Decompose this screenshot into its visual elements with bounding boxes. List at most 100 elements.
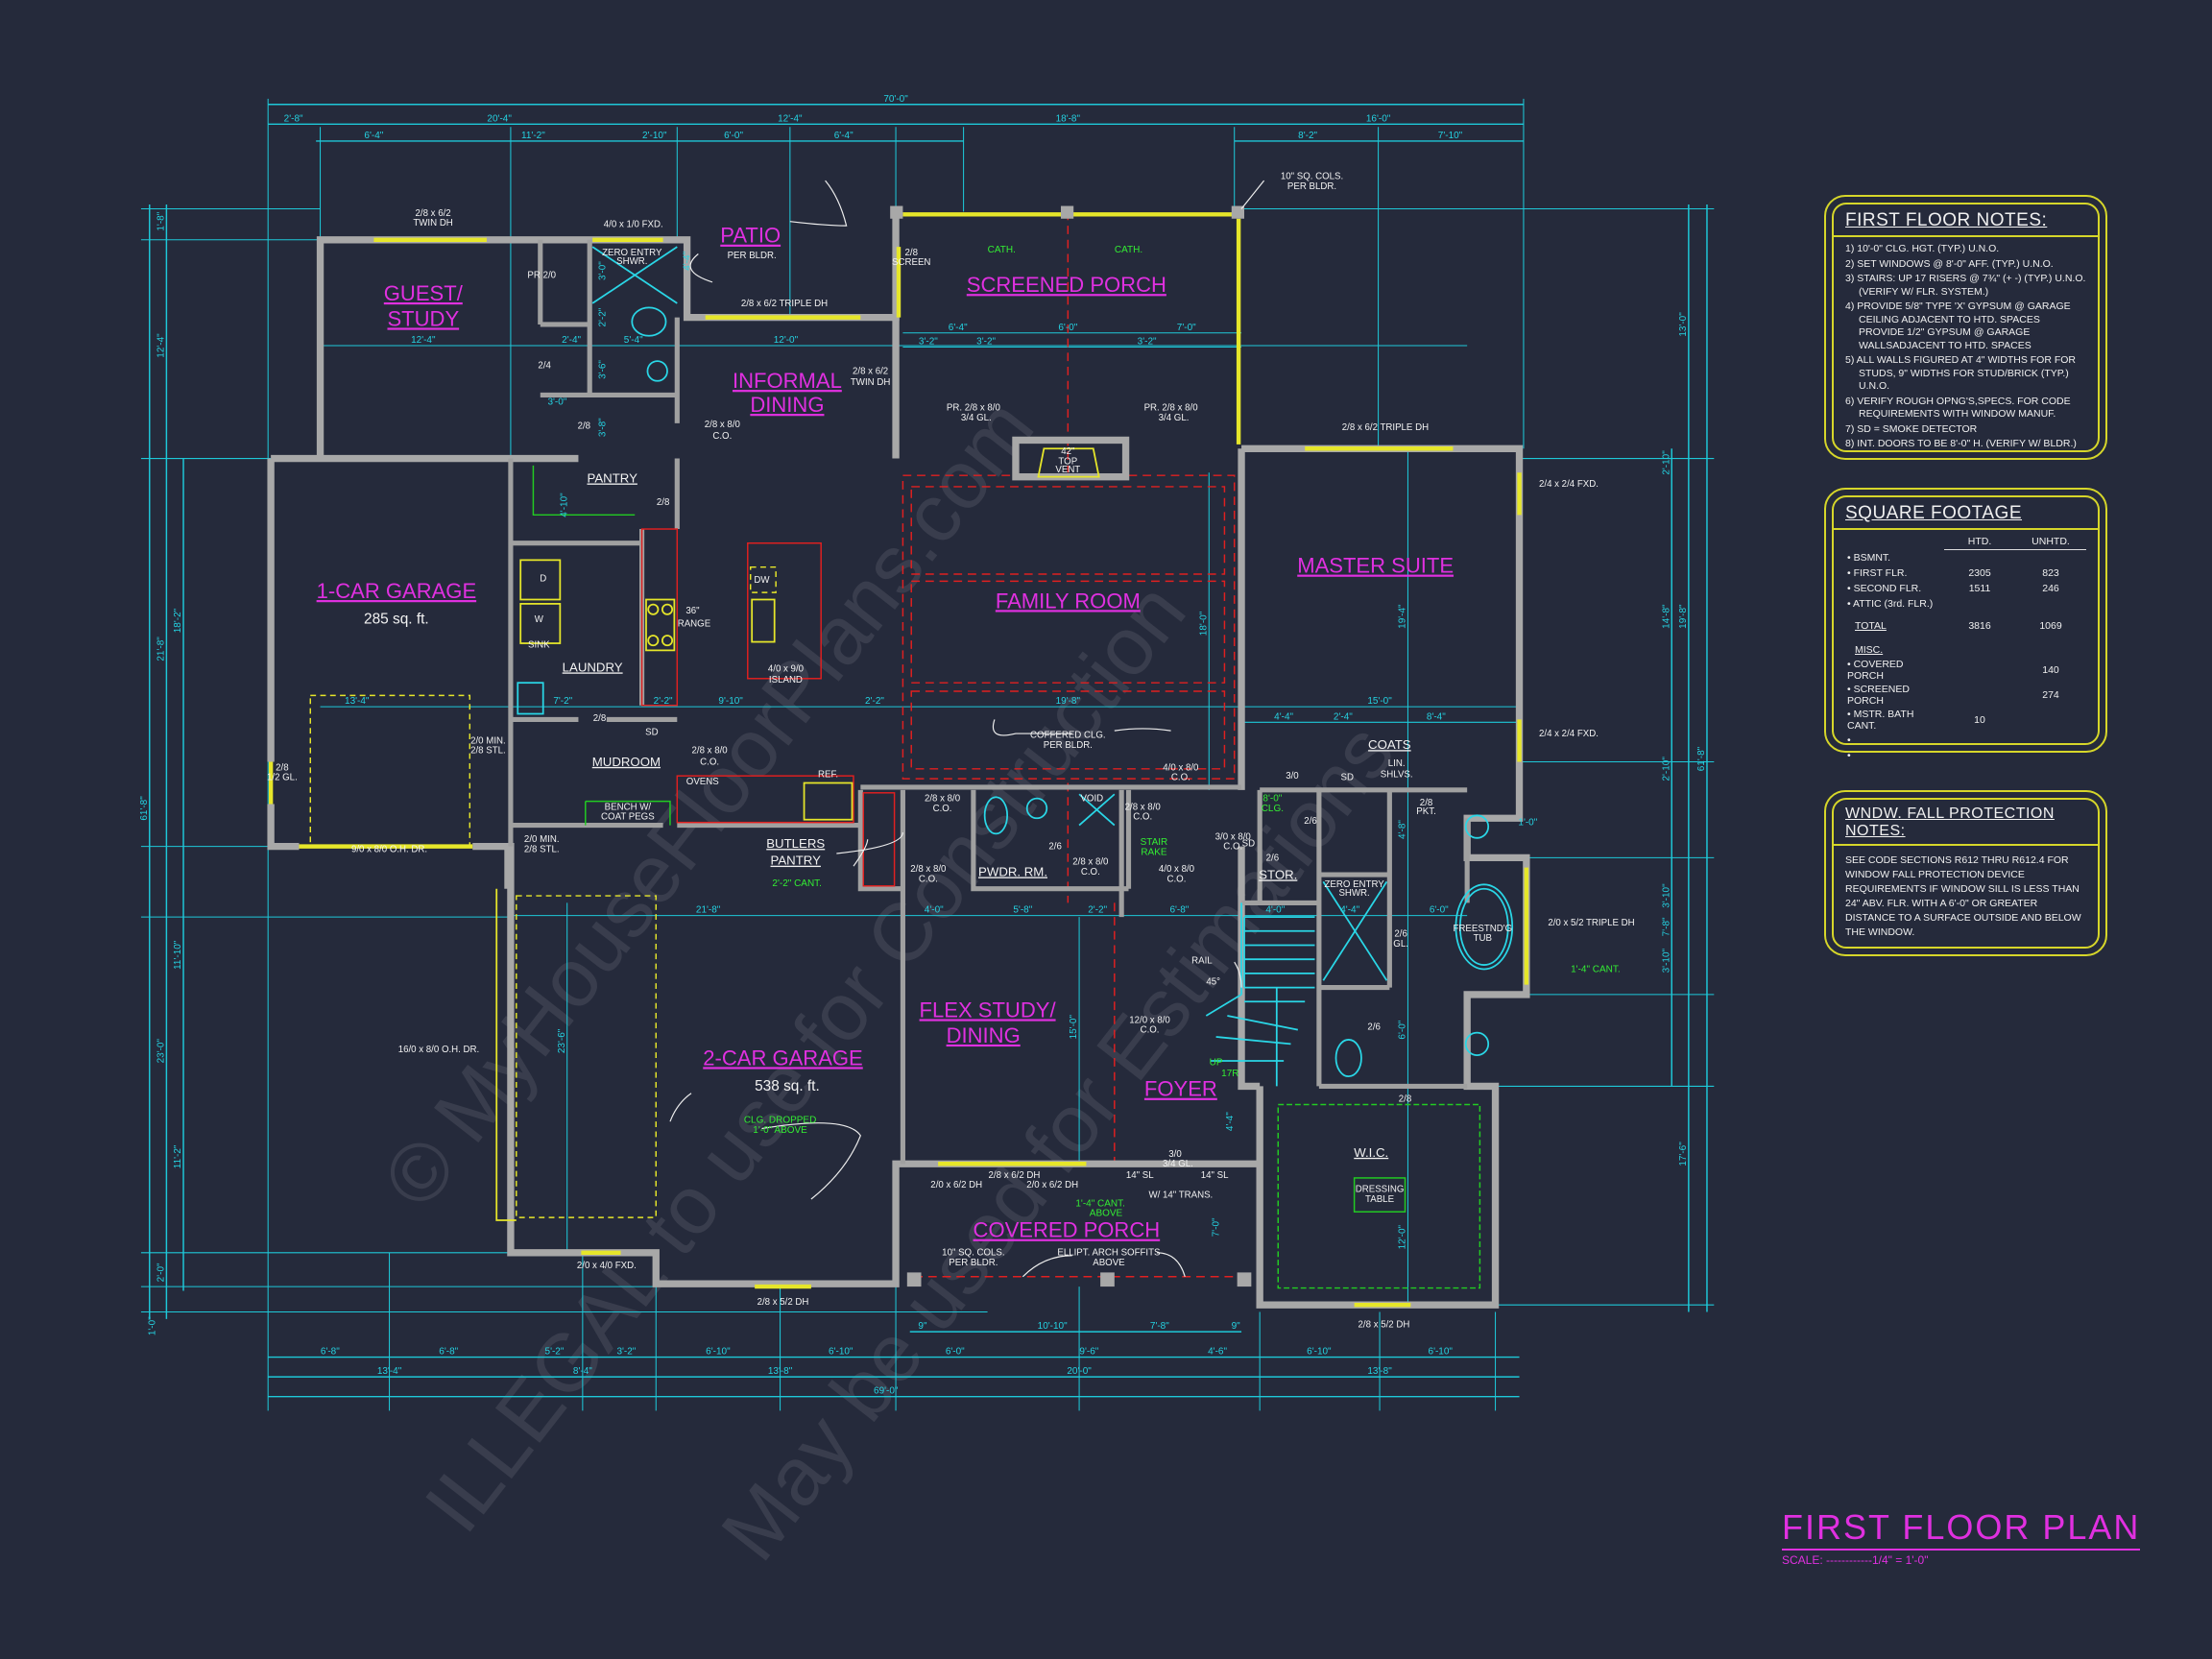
table-row: • MSTR. BATH CANT.10 bbox=[1845, 708, 2086, 733]
annotation: 2/6 bbox=[1266, 853, 1279, 863]
dimension-label: 4'-4" bbox=[683, 251, 693, 270]
annotation: DRESSING bbox=[1356, 1185, 1405, 1195]
row-unhtd bbox=[2015, 708, 2086, 733]
room-label: DINING bbox=[947, 1023, 1021, 1047]
annotation: 2/6 bbox=[1048, 842, 1061, 853]
dimension-labels: 70'-0"2'-8"20'-4"12'-4"18'-8"16'-0"6'-4"… bbox=[139, 94, 1707, 1397]
total-unhtd: 1069 bbox=[2039, 620, 2062, 632]
annotation: BENCH W/ bbox=[605, 802, 652, 812]
annotation: 2/8 bbox=[276, 762, 288, 773]
annotation: 2/0 x 4/0 FXD. bbox=[577, 1261, 637, 1271]
bath-fixtures bbox=[591, 246, 1514, 1078]
row-htd bbox=[1944, 550, 2015, 566]
annotation: C.O. bbox=[933, 804, 952, 814]
space-label: BUTLERS bbox=[766, 836, 825, 851]
square-footage-panel: SQUARE FOOTAGE HTD.UNHTD. • BSMNT. • FIR… bbox=[1824, 488, 2107, 761]
space-label: COATS bbox=[1368, 737, 1411, 752]
note-item: 1) 10'-0" CLG. HGT. (TYP.) U.N.O. bbox=[1845, 243, 2000, 254]
annotation: 2/0 MIN. bbox=[470, 735, 506, 746]
dimension-label: 2'-2" bbox=[1088, 905, 1107, 916]
fireplace bbox=[1012, 436, 1130, 481]
annotation: 1/2 GL. bbox=[267, 773, 298, 783]
annotation: 9/0 x 8/0 O.H. DR. bbox=[351, 845, 427, 855]
dimension-label: 3'-2" bbox=[976, 337, 996, 348]
dimension-label: 19'-8" bbox=[1056, 696, 1081, 707]
annotation: 2/8 bbox=[578, 421, 590, 432]
annotation: LIN. bbox=[1388, 758, 1406, 769]
room-label: PATIO bbox=[720, 224, 781, 248]
dimension-label: 69'-0" bbox=[874, 1386, 899, 1397]
dimension-label: 18'-2" bbox=[173, 608, 183, 633]
annotation: W bbox=[535, 614, 544, 625]
room-label: FAMILY ROOM bbox=[996, 589, 1141, 613]
annotation: 2/8 x 8/0 bbox=[910, 864, 947, 875]
annotation: OVENS bbox=[686, 777, 719, 787]
dimension-label: 4'-4" bbox=[1340, 905, 1359, 916]
annotation: PR 2/0 bbox=[527, 270, 556, 280]
annotation: TWIN DH bbox=[413, 218, 452, 228]
dimension-label: 3'-0" bbox=[547, 397, 566, 408]
space-label: PWDR. RM. bbox=[978, 864, 1047, 878]
row-htd: 10 bbox=[1974, 714, 1985, 726]
dimension-label: 61'-8" bbox=[1696, 746, 1707, 771]
annotation: VENT bbox=[1055, 465, 1080, 475]
misc-label: MISC. bbox=[1855, 644, 1884, 656]
annotation: W/ 14" TRANS. bbox=[1148, 1190, 1213, 1201]
annotation: SD bbox=[1341, 773, 1354, 783]
dimension-label: 13'-4" bbox=[345, 696, 370, 707]
green-note: 1'-4" CANT. bbox=[1571, 964, 1621, 974]
annotation: 2/0 x 6/2 DH bbox=[930, 1180, 982, 1190]
dimension-label: 2'-0" bbox=[156, 1262, 166, 1282]
green-note: 1'-0" ABOVE bbox=[753, 1125, 807, 1136]
annotation: ZERO ENTRY bbox=[1324, 879, 1384, 890]
annotation: 2/8 bbox=[593, 713, 606, 724]
row-label: • FIRST FLR. bbox=[1847, 567, 1908, 579]
dimension-label: 18'-8" bbox=[1056, 113, 1081, 124]
annotation: 2/8 x 6/2 bbox=[416, 208, 451, 219]
annotation: 2/8 STL. bbox=[524, 845, 560, 855]
drawing-scale: SCALE: ------------1/4" = 1'-0" bbox=[1782, 1553, 1929, 1567]
dimension-label: 6'-8" bbox=[439, 1347, 458, 1358]
dimension-label: 4'-4" bbox=[1225, 1112, 1236, 1131]
green-note: 1'-4" CANT. bbox=[1075, 1198, 1125, 1209]
dimension-label: 4'-6" bbox=[1208, 1347, 1227, 1358]
dimension-label: 13'-8" bbox=[1367, 1366, 1392, 1377]
dimension-label: 2'-4" bbox=[562, 335, 581, 346]
annotation: 2/8 x 6/2 bbox=[853, 366, 888, 376]
green-note: UP bbox=[1210, 1057, 1223, 1068]
row-htd bbox=[1944, 596, 2015, 612]
annotation: SHLVS. bbox=[1381, 770, 1413, 781]
col-unhtd: UNHTD. bbox=[2015, 534, 2086, 550]
dimension-label: 2'-10" bbox=[642, 131, 667, 141]
dimension-label: 6'-4" bbox=[364, 131, 383, 141]
row-unhtd: 246 bbox=[2042, 583, 2059, 594]
dimension-label: 15'-0" bbox=[1367, 696, 1392, 707]
space-label: MUDROOM bbox=[592, 755, 661, 769]
dimension-label: 6'-10" bbox=[1429, 1347, 1454, 1358]
green-note: 8'-0" bbox=[1262, 794, 1282, 805]
annotation: 2/8 bbox=[657, 497, 669, 508]
room-label: 1-CAR GARAGE bbox=[317, 579, 476, 603]
room-area: 538 sq. ft. bbox=[755, 1078, 820, 1094]
interior-walls bbox=[508, 239, 1470, 1165]
green-note: 2'-2" CANT. bbox=[772, 878, 822, 889]
annotation: VOID bbox=[1080, 794, 1103, 805]
note-item: 2) SET WINDOWS @ 8'-0" AFF. (TYP.) U.N.O… bbox=[1845, 257, 2054, 270]
green-note: CLG. DROPPED bbox=[744, 1116, 816, 1126]
dimension-label: 19'-8" bbox=[1678, 604, 1689, 629]
annotation: ISLAND bbox=[769, 675, 803, 685]
dimension-label: 6'-4" bbox=[949, 323, 968, 333]
dimension-label: 2'-2" bbox=[597, 307, 608, 326]
drawing-title: FIRST FLOOR PLAN bbox=[1782, 1507, 2141, 1551]
dimension-label: 21'-8" bbox=[696, 905, 721, 916]
green-note: STAIR bbox=[1141, 837, 1168, 848]
table-row: • ATTIC (3rd. FLR.) bbox=[1845, 596, 2086, 612]
annotation: SD bbox=[645, 728, 658, 738]
row-label: • bbox=[1847, 750, 1851, 761]
annotation: C.O. bbox=[712, 431, 732, 442]
note-item: 5) ALL WALLS FIGURED AT 4" WIDTHS FOR FO… bbox=[1845, 354, 2077, 392]
green-note: 17R bbox=[1221, 1069, 1238, 1079]
